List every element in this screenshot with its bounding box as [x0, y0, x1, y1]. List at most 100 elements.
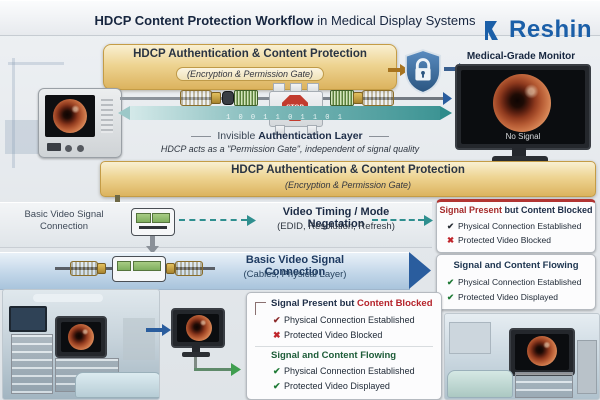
monitor-stand-base	[492, 156, 548, 164]
cable-band-title: Basic Video Signal Connection	[245, 254, 345, 278]
equipment-cart	[11, 334, 53, 394]
page-title: HDCP Content Protection Workflow in Medi…	[70, 13, 500, 28]
bottom-monitor-neck	[192, 344, 200, 352]
edid-device	[131, 208, 175, 236]
bottom-flowing-item-1: ✔Physical Connection Established	[273, 366, 415, 377]
blue-arrow-bottom-head	[162, 324, 171, 336]
source-device-knob-2	[77, 145, 84, 152]
green-arrow-head	[231, 363, 241, 376]
gate-leg	[307, 125, 317, 135]
signal-device-lcd	[117, 261, 131, 271]
signal-device-lcd-2	[133, 261, 161, 271]
connector-nut-band-2	[166, 263, 175, 274]
hospital-bed-right	[447, 370, 513, 398]
panel-bottom-results: Signal Present but Content Blocked ✔Phys…	[246, 292, 442, 400]
panel-blocked-title-red: Signal Present	[439, 205, 503, 215]
auth-layer-note: HDCP acts as a "Permission Gate", indepe…	[160, 144, 420, 154]
bnc-connector-left	[180, 90, 212, 106]
blue-arrow-bar	[444, 67, 460, 71]
page-title-bold: HDCP Content Protection Workflow	[94, 13, 314, 28]
hdcp-banner-top-subtitle: (Encryption & Permission Gate)	[175, 67, 325, 81]
connector-line-horizontal	[194, 368, 232, 371]
monitor-label: Medical-Grade Monitor	[466, 51, 576, 62]
down-arrow-bar	[115, 195, 120, 208]
reshin-logo-icon	[484, 21, 498, 40]
bottom-blocked-item-1: ✔Physical Connection Established	[273, 315, 415, 326]
bottom-monitor-screen	[177, 314, 219, 342]
bottom-flowing-item-2: ✔Protected Video Displayed	[273, 381, 390, 392]
hdcp-banner-mid-subtitle: (Encryption & Permission Gate)	[284, 180, 412, 190]
blue-arrow-bottom-bar	[146, 328, 164, 332]
panel-flowing-item-1-text: Physical Connection Established	[458, 277, 582, 287]
edid-device-lcd-2	[152, 213, 170, 223]
scene-monitor-right-screen	[515, 334, 569, 370]
bracket-decoration	[255, 302, 266, 315]
background-shelf	[449, 322, 491, 354]
gate-leg	[275, 125, 285, 135]
basic-signal-label: Basic Video Signal Connection	[14, 209, 114, 233]
cable-band-arrow-head	[409, 252, 431, 289]
source-device-screen	[45, 95, 95, 137]
dash-decoration	[191, 135, 212, 137]
endoscopy-image-scene-right	[527, 336, 557, 366]
endoscopy-image	[493, 74, 551, 132]
check-icon: ✔	[447, 292, 455, 302]
hdcp-banner-top-title: HDCP Authentication & Content Protection	[133, 48, 367, 60]
check-icon: ✔	[447, 277, 455, 287]
bottom-flowing-item-2-text: Protected Video Displayed	[284, 381, 390, 391]
cross-icon: ✖	[273, 330, 281, 340]
down-arrow-bar-2	[150, 236, 155, 247]
cable-band-subtitle: (Cables, Physical Layer)	[243, 269, 347, 280]
edid-device-slot	[139, 226, 167, 229]
bottom-flowing-title: Signal and Content Flowing	[271, 350, 397, 361]
header-bar	[0, 0, 600, 36]
ceiling-light	[33, 294, 103, 302]
reshin-logo-text: Reshin	[508, 16, 592, 43]
background-equipment	[123, 318, 155, 360]
hospital-bed	[75, 372, 159, 398]
bnc-connector-right	[362, 90, 394, 106]
dashed-arrow-bar	[179, 219, 247, 221]
bottom-monitor-base	[182, 352, 210, 357]
bnc-connector-band-2	[175, 261, 203, 276]
basic-signal-label-1: Basic Video Signal	[24, 209, 104, 220]
connector-line-vertical	[194, 357, 197, 370]
dvi-connector-right	[330, 90, 354, 106]
check-icon: ✔	[273, 366, 281, 376]
auth-layer-heading: Invisible Authentication Layer	[130, 130, 450, 142]
cable-clamp	[222, 91, 234, 105]
endoscopy-image-source	[53, 99, 87, 133]
signal-device	[112, 256, 166, 282]
hdcp-banner-mid-title: HDCP Authentication & Content Protection	[231, 164, 465, 176]
bottom-blocked-title-red: Content Blocked	[357, 298, 433, 309]
edid-device-lcd	[136, 213, 151, 223]
data-strip: 1 0 0 1 1 0 1 1 0 1	[130, 106, 440, 122]
timing-band	[0, 202, 432, 248]
basic-signal-label-2: Connection	[39, 221, 89, 232]
data-strip-right-head	[440, 106, 452, 120]
background-sketch-arm	[8, 62, 64, 65]
check-icon: ✔	[447, 221, 455, 231]
gold-arrow-bar	[388, 68, 402, 72]
dashed-arrow-head-2	[424, 215, 433, 226]
dash-decoration	[368, 135, 389, 137]
panel-flowing-item-2: ✔Protected Video Displayed	[447, 292, 558, 303]
bottom-blocked-title: Signal Present but Content Blocked	[271, 298, 433, 309]
panel-divider	[255, 346, 433, 347]
dashed-arrow-head	[247, 215, 256, 226]
page-title-rest: in Medical Display Systems	[313, 13, 476, 28]
bottom-blocked-title-prefix: Signal Present but	[271, 298, 358, 309]
no-signal-text: No Signal	[505, 132, 541, 141]
equipment-cart-right	[515, 372, 573, 398]
auth-layer-title-bold: Authentication Layer	[258, 130, 363, 142]
scene-monitor	[55, 316, 107, 358]
panel-flowing-item-1: ✔Physical Connection Established	[447, 277, 581, 288]
reshin-logo: Reshin	[481, 16, 592, 44]
panel-flowing-item-2-text: Protected Video Displayed	[458, 292, 559, 302]
connector-nut-left	[211, 92, 221, 104]
dvi-connector-left	[234, 90, 258, 106]
gold-arrow-head	[400, 64, 409, 76]
dashed-arrow-bar-2	[372, 219, 424, 221]
check-icon: ✔	[273, 315, 281, 325]
